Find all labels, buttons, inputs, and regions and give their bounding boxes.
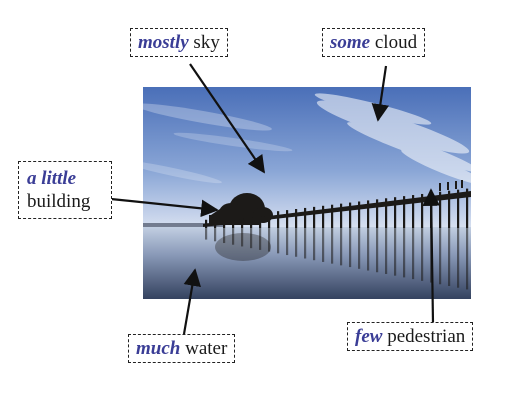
bridge-post-reflection — [214, 228, 217, 242]
quantifier-pedestrian: few — [355, 326, 383, 347]
bridge-post-reflection — [241, 228, 244, 247]
quantifier-building: a little — [27, 168, 77, 189]
bridge-post — [394, 197, 397, 228]
bridge-post — [286, 210, 289, 228]
bridge-post-reflection — [385, 228, 388, 274]
shoreline — [143, 223, 223, 227]
bridge-post — [358, 201, 361, 228]
bridge-post-reflection — [394, 228, 397, 276]
bridge-post-reflection — [448, 228, 451, 287]
quantifier-cloud: some — [330, 32, 371, 53]
bridge-post — [241, 215, 244, 228]
noun-sky: sky — [193, 32, 220, 53]
bridge-post-reflection — [403, 228, 406, 278]
quantifier-water: much — [136, 338, 181, 359]
bridge-post — [277, 211, 280, 228]
bridge-post-reflection — [439, 228, 442, 285]
noun-building: building — [27, 191, 91, 213]
arrow-sky — [189, 63, 265, 174]
bridge-post — [313, 206, 316, 228]
bridge-post — [412, 195, 415, 228]
bridge-post-reflection — [358, 228, 361, 269]
bridge-post — [421, 193, 424, 228]
bridge-posts — [205, 188, 469, 228]
bridge-post-reflection — [412, 228, 415, 280]
bridge-post-reflection — [223, 228, 226, 244]
bridge-post — [223, 217, 226, 228]
bridge-post — [214, 218, 217, 228]
noun-pedestrian: pedestrian — [387, 326, 466, 347]
bridge-post — [331, 204, 334, 228]
quantifier-sky: mostly — [138, 32, 189, 53]
bridge-post-reflection — [232, 228, 235, 245]
noun-cloud: cloud — [374, 32, 418, 53]
tree-reflection — [215, 233, 271, 261]
label-pedestrian: few pedestrian — [347, 322, 474, 352]
arrow-water — [182, 268, 201, 335]
label-water: much water — [128, 334, 236, 364]
bridge-post-reflection — [205, 228, 208, 240]
bridge-post — [295, 209, 298, 228]
bridge-post — [466, 188, 469, 228]
bridge-post-reflection — [277, 228, 280, 254]
bridge-post-reflection — [304, 228, 307, 259]
arrow-pedestrian — [422, 188, 441, 324]
bridge-post-reflection — [313, 228, 316, 261]
noun-water: water — [185, 338, 228, 359]
label-building: a little building — [18, 161, 112, 220]
bridge-post-reflection — [259, 228, 262, 250]
bridge-post-reflection — [349, 228, 352, 268]
bridge-post-reflection — [457, 228, 460, 288]
bridge-post-reflection — [340, 228, 343, 266]
bridge-post-reflection — [466, 228, 469, 290]
bridge-post — [259, 213, 262, 228]
bridge-post — [439, 191, 442, 228]
bridge-post — [385, 198, 388, 228]
bridge-post-reflection — [367, 228, 370, 271]
bridge-post-reflection — [322, 228, 325, 262]
bridge-post-reflection — [331, 228, 334, 264]
arrow-cloud — [371, 65, 390, 122]
bridge-post — [205, 219, 208, 228]
bridge-post — [304, 207, 307, 228]
bridge-post — [457, 189, 460, 228]
bridge-post — [349, 202, 352, 228]
arrow-building — [110, 197, 219, 218]
bridge-post — [448, 190, 451, 228]
bridge-post-reflection — [376, 228, 379, 273]
label-sky: mostly sky — [130, 28, 228, 58]
bridge-post — [403, 196, 406, 228]
bridge-post-reflection — [295, 228, 298, 257]
bridge-post — [268, 212, 271, 228]
bridge-post — [250, 214, 253, 228]
bridge-post — [367, 200, 370, 228]
bridge-post — [322, 205, 325, 228]
label-cloud: some cloud — [322, 28, 426, 58]
bridge-post — [340, 203, 343, 228]
pedestrians — [439, 180, 463, 191]
bridge-post-reflection — [421, 228, 424, 281]
bridge-post — [376, 199, 379, 228]
bridge-post-reflection — [268, 228, 271, 252]
bridge-post — [232, 216, 235, 228]
bridge-post-reflection — [250, 228, 253, 249]
bridge-post-reflection — [286, 228, 289, 256]
